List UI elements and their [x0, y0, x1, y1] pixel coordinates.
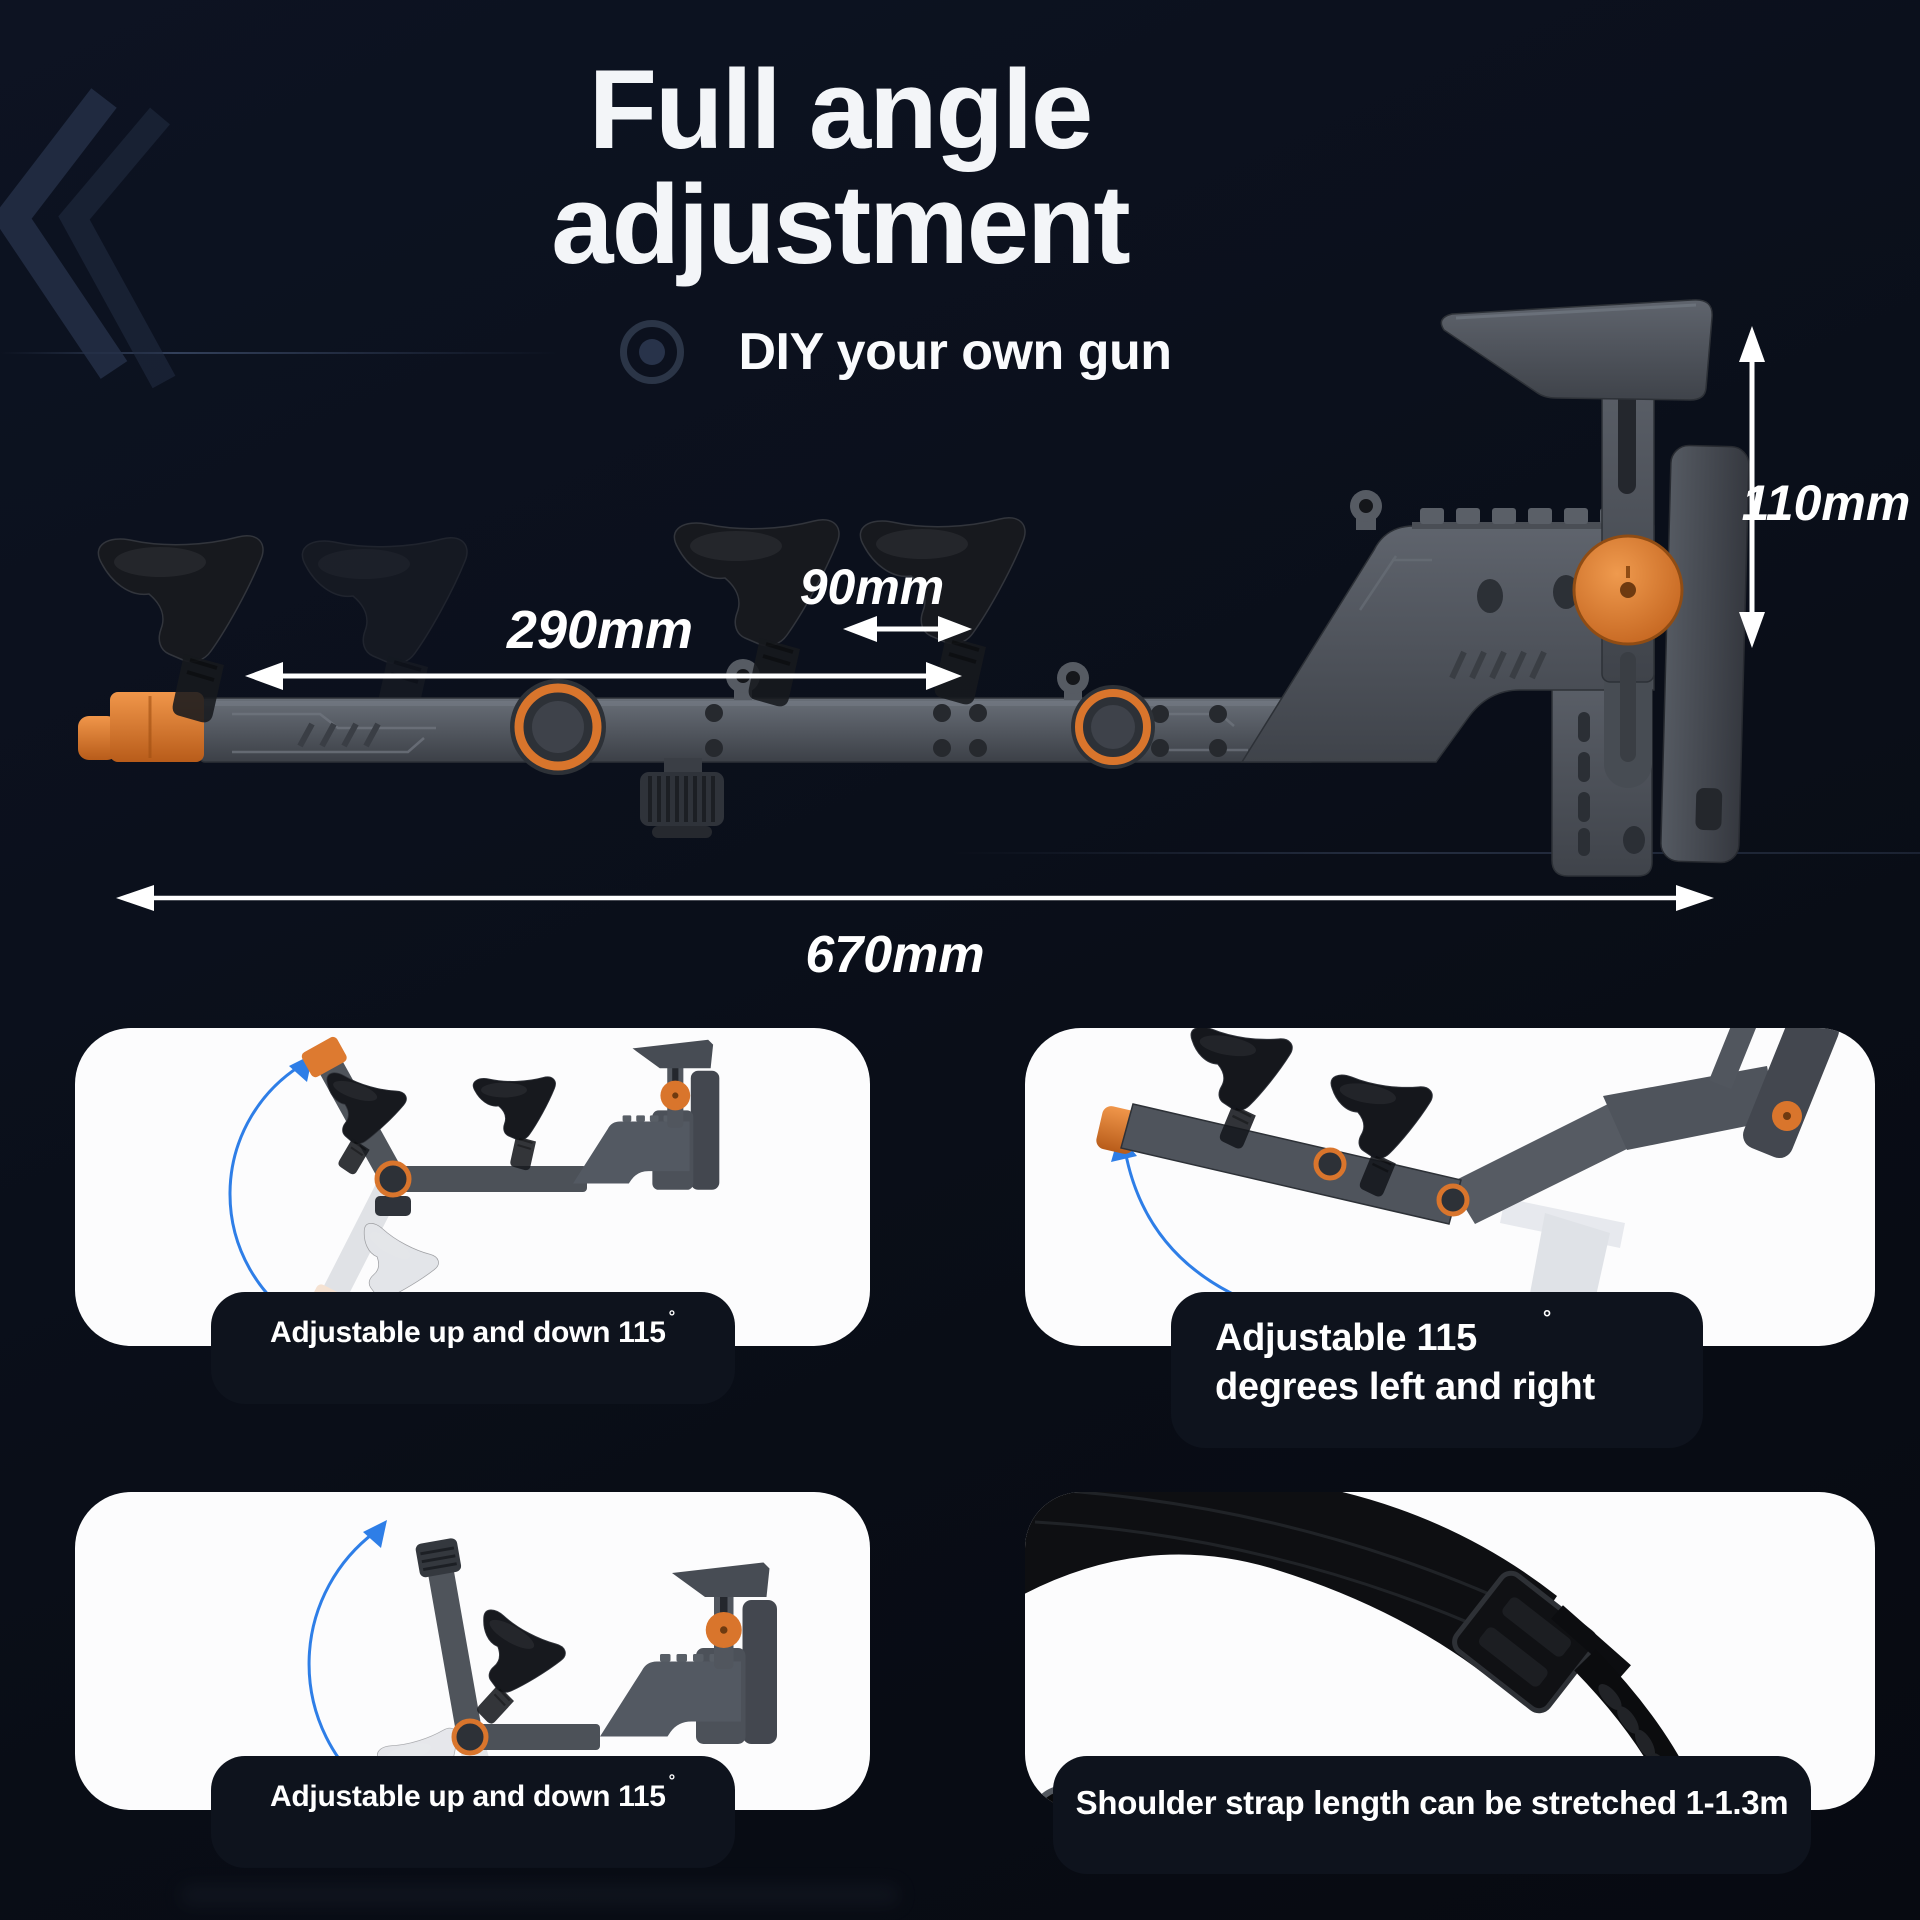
dimension-110mm: 110mm [1739, 326, 1910, 648]
panel-adjust-up-down-1: Adjustable up and down 115° [75, 1028, 870, 1404]
arc-arrow-up-icon [363, 1520, 387, 1548]
bottom-faint-glow [180, 1884, 900, 1906]
dimension-670mm: 670mm [116, 885, 1714, 984]
title-line-2: adjustment [551, 162, 1130, 288]
strap-buckle [1452, 1570, 1598, 1714]
main-rail [199, 697, 1316, 763]
dimension-90mm: 90mm [800, 559, 972, 642]
pivot-ring-right [1071, 685, 1155, 769]
riser-and-upper-body [1240, 525, 1655, 763]
hanger-ear [1350, 490, 1382, 530]
cheek-rest [1440, 299, 1713, 401]
front-arm [415, 1538, 483, 1739]
dimension-label-110mm: 110mm [1742, 475, 1911, 531]
cradle-ghost [300, 535, 470, 727]
panel-caption-strap: Shoulder strap length can be stretched 1… [1053, 1756, 1811, 1874]
light-streak-left [0, 352, 580, 354]
panel-caption-left-right: Adjustable 115° degrees left and right [1171, 1292, 1703, 1448]
subtitle-row: DIY your own gun [0, 320, 1792, 384]
dimension-label-90mm: 90mm [800, 559, 945, 615]
strap-webbing [1025, 1492, 1557, 1684]
blaster-product [78, 299, 1750, 877]
dimension-annotations: 290mm 90mm 110mm 670mm [116, 326, 1910, 984]
pivot-ring-center [510, 679, 606, 775]
panel-shoulder-strap: Shoulder strap length can be stretched 1… [1025, 1492, 1875, 1874]
light-streak-right [950, 852, 1920, 854]
hero-product-diagram: 290mm 90mm 110mm 670mm [78, 299, 1910, 984]
hanger-ear [1057, 662, 1089, 700]
subtitle: DIY your own gun [738, 323, 1172, 381]
title-line-1: Full angle [588, 47, 1094, 172]
dimension-290mm: 290mm [245, 600, 962, 690]
stock-knob-orange [1572, 534, 1684, 646]
panel-caption-up-down-1: Adjustable up and down 115° [210, 1292, 735, 1404]
dimension-label-670mm: 670mm [805, 926, 984, 984]
dimension-label-290mm: 290mm [506, 600, 693, 660]
stock-assembly [1240, 299, 1750, 877]
page-title: Full angle adjustment [300, 52, 1380, 283]
buttstock-slab [1660, 444, 1750, 864]
knurled-adjuster [640, 758, 724, 838]
target-icon [620, 320, 685, 384]
panel-adjust-left-right: Adjustable 115° degrees left and right [1025, 1028, 1875, 1448]
double-chevron-left-icon [0, 88, 176, 389]
panel-adjust-up-down-2: Adjustable up and down 115° [75, 1492, 870, 1868]
panel-caption-up-down-2: Adjustable up and down 115° [210, 1756, 735, 1868]
